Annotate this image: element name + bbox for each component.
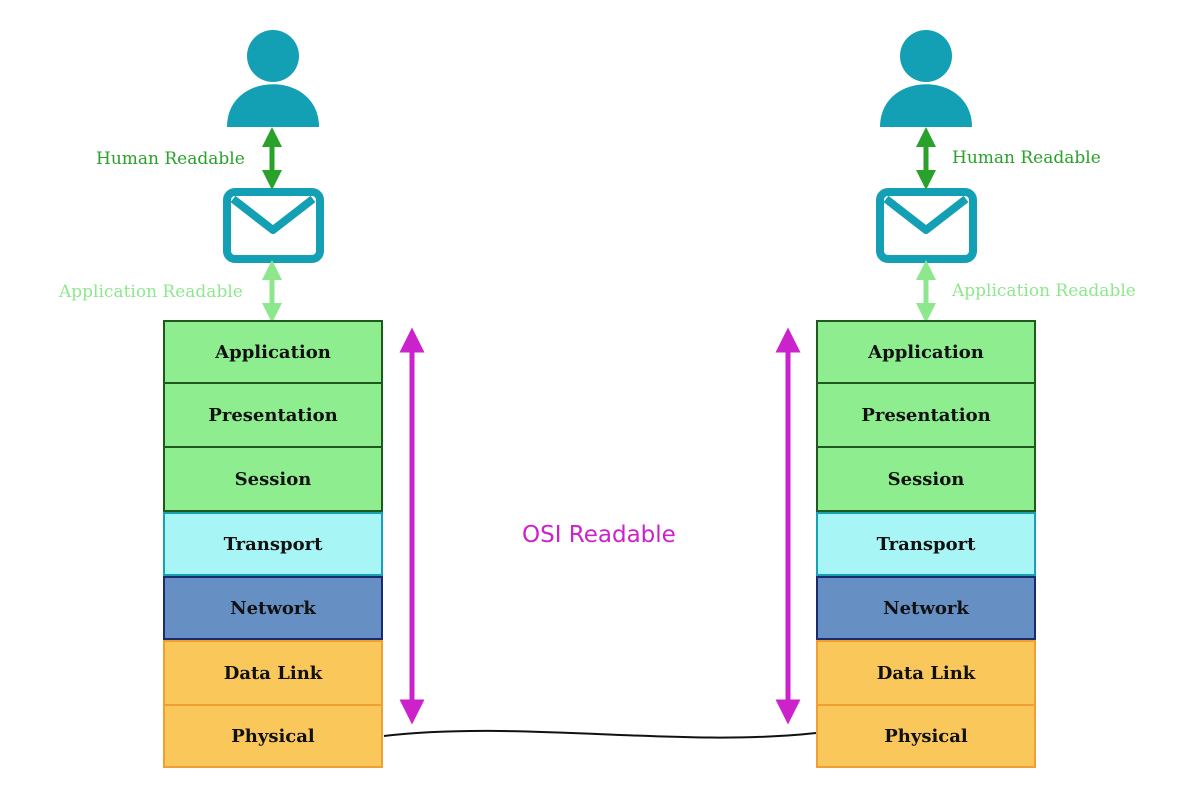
mail-icon-right	[876, 188, 977, 263]
application-readable-label-left: Application Readable	[59, 282, 243, 302]
physical-link-cable	[383, 729, 817, 739]
layer-network-right: Network	[816, 576, 1036, 640]
layer-data-link-left: Data Link	[163, 640, 383, 706]
layer-presentation-right: Presentation	[816, 384, 1036, 448]
layer-application-right: Application	[816, 320, 1036, 384]
layer-session-left: Session	[163, 448, 383, 512]
mail-icon-left	[223, 188, 324, 263]
layer-data-link-right: Data Link	[816, 640, 1036, 706]
layer-transport-left: Transport	[163, 512, 383, 576]
layer-application-left: Application	[163, 320, 383, 384]
layer-transport-right: Transport	[816, 512, 1036, 576]
application-readable-label-right: Application Readable	[952, 281, 1136, 301]
user-icon-right	[880, 30, 972, 127]
layer-session-right: Session	[816, 448, 1036, 512]
layer-presentation-left: Presentation	[163, 384, 383, 448]
osi-readable-label: OSI Readable	[522, 522, 676, 548]
human-readable-label-right: Human Readable	[952, 148, 1101, 168]
human-readable-label-left: Human Readable	[96, 149, 245, 169]
layer-physical-left: Physical	[163, 706, 383, 768]
user-icon-left	[227, 30, 319, 127]
layer-network-left: Network	[163, 576, 383, 640]
layer-physical-right: Physical	[816, 706, 1036, 768]
